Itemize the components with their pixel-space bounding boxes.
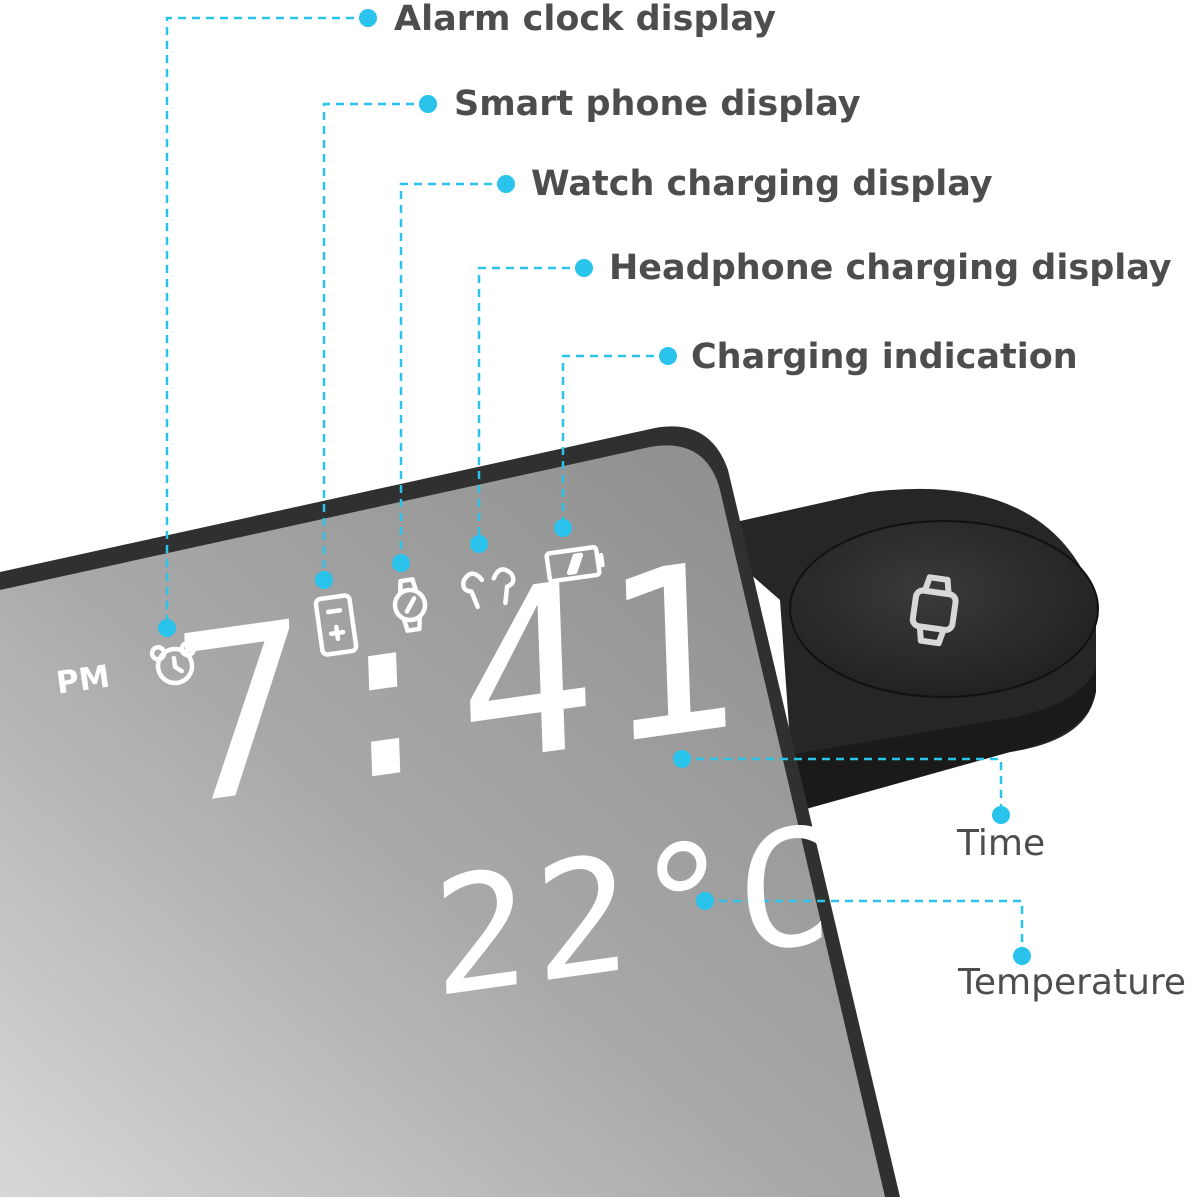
watch-charging-display-label: Watch charging display xyxy=(531,164,993,204)
smartphone-icon xyxy=(313,593,359,657)
phone-leader-line xyxy=(322,102,428,580)
alarm-leader-line xyxy=(165,16,368,628)
pm-indicator: PM xyxy=(54,658,113,702)
charging-indication-label: Charging indication xyxy=(691,337,1078,377)
smart-phone-display-label: Smart phone display xyxy=(454,84,861,124)
watch-charger-arm xyxy=(700,488,1099,812)
charging-leader-line xyxy=(561,354,668,528)
alarm-clock-device xyxy=(0,426,900,1197)
alarm-clock-display-label: Alarm clock display xyxy=(394,0,776,39)
headphone-charging-display-label: Headphone charging display xyxy=(609,248,1172,288)
earbuds-icon xyxy=(461,567,516,610)
headphone-leader-line xyxy=(477,266,584,544)
time-label: Time xyxy=(957,823,1046,864)
battery-icon xyxy=(544,544,605,584)
watch-icon xyxy=(392,577,428,633)
time-leader-line xyxy=(682,757,1003,815)
mirror-screen xyxy=(0,445,885,1197)
alarm-clock-icon xyxy=(149,640,197,686)
temperature-label: Temperature xyxy=(958,962,1187,1003)
temperature-leader-line xyxy=(705,899,1024,956)
watch-charging-pad xyxy=(789,520,1099,698)
watch-charger-icon xyxy=(909,574,959,647)
watch-leader-line xyxy=(399,182,506,563)
